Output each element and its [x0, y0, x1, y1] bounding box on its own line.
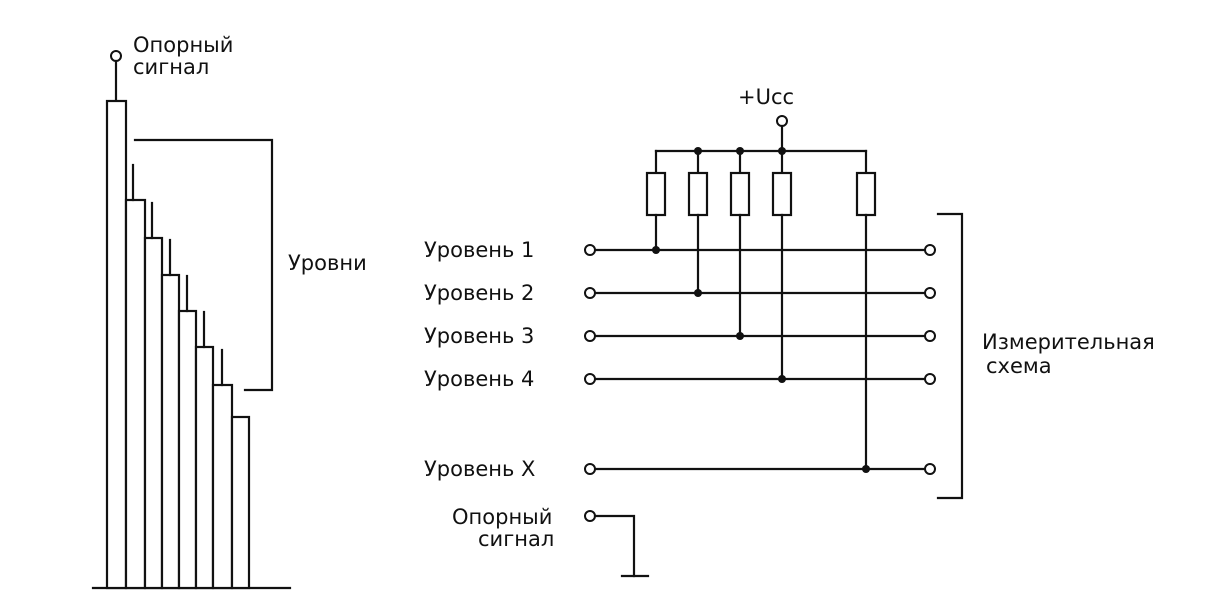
- measuring-circuit-label-line2: схема: [986, 354, 1052, 378]
- level-bar-reference: [105, 99, 128, 590]
- reference-signal-label-line1: Опорный: [133, 33, 233, 57]
- output-terminal-level-4: [924, 373, 936, 385]
- levels-bracket: [133, 138, 274, 392]
- resistor-x: [855, 171, 877, 217]
- input-label-level-2: Уровень 2: [424, 281, 534, 305]
- input-terminal-level-2: [584, 287, 596, 299]
- level-bar-4: [177, 309, 198, 590]
- input-label-level-x: Уровень X: [424, 457, 535, 481]
- level-stems: [131, 163, 224, 387]
- reference-input-label-line2: сигнал: [478, 527, 554, 551]
- level-bar-7: [230, 415, 251, 590]
- level-bar-2: [143, 236, 164, 590]
- supply-label: +Ucc: [738, 85, 794, 109]
- level-bars: [105, 99, 251, 590]
- level-bar-5: [194, 345, 215, 590]
- level-bar-3: [160, 273, 181, 590]
- input-terminal-level-4: [584, 373, 596, 385]
- input-label-level-3: Уровень 3: [424, 324, 534, 348]
- input-terminal-level-x: [584, 463, 596, 475]
- output-terminal-level-3: [924, 330, 936, 342]
- level-bar-6: [211, 383, 234, 590]
- measuring-circuit-bracket: [936, 212, 964, 500]
- supply-terminal: [776, 115, 788, 127]
- output-terminal-level-2: [924, 287, 936, 299]
- level-lines: [593, 248, 926, 471]
- resistor-network: +Ucc: [424, 85, 1155, 578]
- reference-signal-label-line2: сигнал: [133, 55, 209, 79]
- input-label-level-4: Уровень 4: [424, 367, 534, 391]
- resistor-4: [771, 171, 793, 217]
- reference-input-label-line1: Опорный: [452, 505, 552, 529]
- resistors: [645, 171, 877, 217]
- output-terminal-level-x: [924, 463, 936, 475]
- measuring-circuit-label-line1: Измерительная: [982, 330, 1155, 354]
- input-terminal-level-3: [584, 330, 596, 342]
- reference-ground-wire: [593, 514, 636, 578]
- level-bar-1: [124, 198, 147, 590]
- reference-signal-terminal: [110, 50, 122, 62]
- reference-input-terminal: [584, 510, 596, 522]
- resistor-1: [645, 171, 667, 217]
- output-terminal-level-1: [924, 244, 936, 256]
- resistor-3: [729, 171, 751, 217]
- staircase-figure: Опорный сигнал Уровни: [91, 33, 367, 590]
- input-label-level-1: Уровень 1: [424, 238, 534, 262]
- resistor-2: [687, 171, 709, 217]
- input-terminal-level-1: [584, 244, 596, 256]
- levels-label: Уровни: [288, 251, 367, 275]
